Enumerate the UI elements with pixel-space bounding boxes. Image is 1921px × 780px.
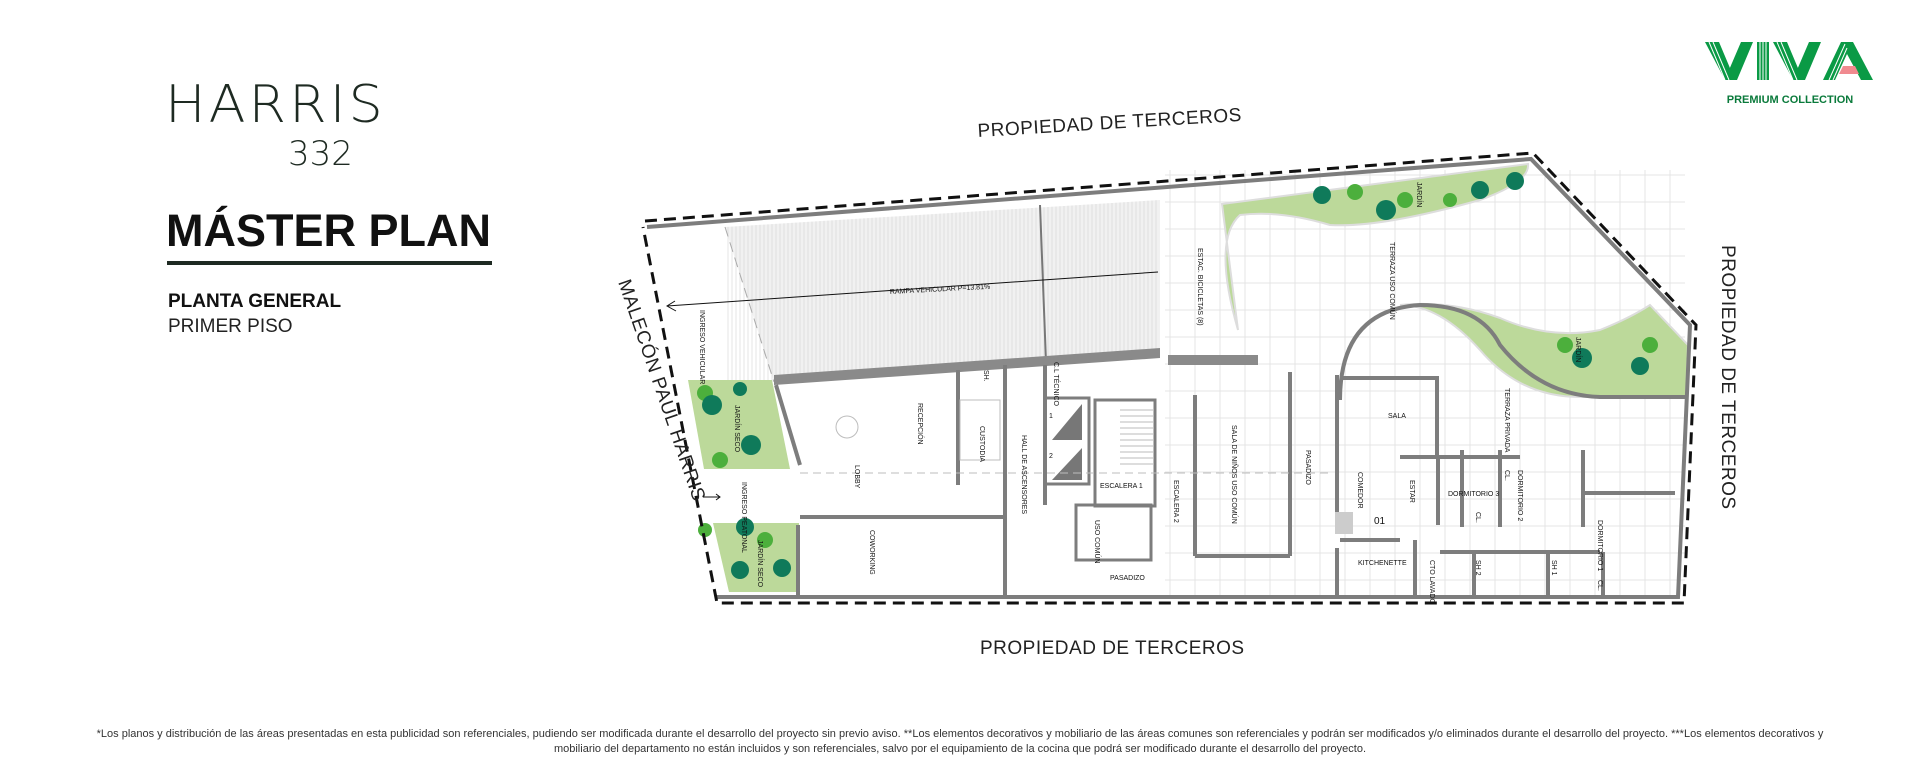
- title-underline: [167, 261, 492, 265]
- room-label-ingreso-peatonal: INGRESO PEATONAL: [740, 482, 747, 553]
- tree-icon: [1313, 186, 1331, 204]
- tree-icon: [757, 532, 773, 548]
- label-right-boundary: PROPIEDAD DE TERCEROS: [1717, 245, 1738, 510]
- room-label-jardin-seco-1: JARDÍN SECO: [733, 405, 742, 453]
- garden-left-2: [713, 523, 799, 592]
- tree-icon: [1471, 181, 1489, 199]
- room-label-uso-comun: USO COMÚN: [1093, 520, 1102, 564]
- tree-icon: [741, 435, 761, 455]
- room-label-cl-d1: CL.: [1596, 580, 1603, 591]
- room-label-sala-ninos: SALA DE NIÑOS USO COMÚN: [1230, 425, 1239, 524]
- plan-type: PLANTA GENERAL: [168, 291, 342, 312]
- tree-icon: [1631, 357, 1649, 375]
- property-line: [641, 151, 1698, 605]
- room-label-jardin-2: JARDÍN: [1574, 337, 1583, 362]
- tree-icon: [1572, 348, 1592, 368]
- tree-icon: [712, 452, 728, 468]
- disclaimer: *Los planos y distribución de las áreas …: [96, 728, 1824, 755]
- tree-icon: [773, 559, 791, 577]
- room-label-cl-d3: CL.: [1474, 512, 1481, 523]
- room-label-lobby: LOBBY: [853, 465, 860, 489]
- room-label-dormitorio-2: DORMITORIO 2: [1516, 470, 1523, 521]
- room-label-sh: SH.: [982, 370, 989, 382]
- room-label-escalera-2: ESCALERA 2: [1172, 480, 1179, 523]
- vehicular-ramp: [725, 200, 1160, 382]
- terrace-grid: [1165, 170, 1685, 597]
- room-label-kitchenette: KITCHENETTE: [1358, 560, 1407, 567]
- room-label-sala: SALA: [1388, 413, 1406, 420]
- ramp-arrow: [666, 271, 1159, 307]
- room-label-cto-lavado: CTO LAVADO: [1428, 560, 1435, 605]
- room-label-terraza-privada: TERRAZA PRIVADA: [1503, 388, 1510, 453]
- outer-wall: [646, 156, 1693, 599]
- tree-icon: [1506, 172, 1524, 190]
- tree-icon: [1557, 337, 1573, 353]
- trees: [697, 172, 1658, 579]
- room-label-jardin-1: JARDÍN: [1415, 182, 1424, 207]
- room-label-hall-ascensores: HALL DE ASCENSORES: [1020, 435, 1027, 514]
- project-number: 332: [288, 134, 353, 174]
- room-label-pasadizo-2: PASADIZO: [1304, 450, 1311, 485]
- room-label-estar: ESTAR: [1408, 480, 1415, 503]
- garden-right: [1399, 302, 1690, 398]
- room-label-comedor: COMEDOR: [1356, 472, 1363, 509]
- label-top-boundary: PROPIEDAD DE TERCEROS: [977, 105, 1242, 142]
- label-bottom-boundary: PROPIEDAD DE TERCEROS: [980, 638, 1245, 659]
- room-label-recepcion: RECEPCIÓN: [916, 403, 925, 445]
- tree-icon: [1347, 184, 1363, 200]
- room-label-pasadizo-1: PASADIZO: [1110, 575, 1145, 582]
- room-label-unit-number: 01: [1374, 516, 1386, 527]
- room-label-cl-tecnico: C.L TÉCNICO: [1052, 362, 1061, 407]
- tree-icon: [1443, 193, 1457, 207]
- room-label-coworking: COWORKING: [868, 530, 875, 575]
- viva-logo: [1705, 41, 1873, 81]
- entrance-arrow-icon: [715, 493, 721, 501]
- room-label-cl-d2: CL.: [1503, 470, 1510, 481]
- room-label-dormitorio-3: DORMITORIO 3: [1448, 491, 1499, 498]
- tree-icon: [736, 518, 754, 536]
- room-label-sh-1: SH 1: [1550, 560, 1557, 576]
- tree-icon: [1642, 337, 1658, 353]
- ramp-hatch: [727, 200, 1157, 382]
- room-label-jardin-seco-2: JARDÍN SECO: [756, 540, 765, 588]
- tree-icon: [1376, 200, 1396, 220]
- room-label-terraza-uso-comun: TERRAZA USO COMÚN: [1388, 242, 1397, 320]
- room-label-elevator-2: 2: [1049, 453, 1053, 460]
- tree-icon: [1397, 192, 1413, 208]
- room-label-escalera-1: ESCALERA 1: [1100, 483, 1143, 490]
- tree-icon: [698, 523, 712, 537]
- room-label-custodia: CUSTODIA: [978, 426, 985, 462]
- room-label-estac-bicicletas: ESTAC. BICICLETAS (8): [1196, 248, 1203, 326]
- room-label-dormitorio-1: DORMITORIO 1: [1596, 520, 1603, 571]
- tree-icon: [733, 382, 747, 396]
- tree-icon: [702, 395, 722, 415]
- room-label-ingreso-vehicular: INGRESO VEHICULAR: [698, 310, 705, 384]
- logo-subtitle: PREMIUM COLLECTION: [1726, 94, 1854, 106]
- interior-walls: [774, 348, 1675, 597]
- room-label-sh-2: SH 2: [1474, 560, 1481, 576]
- room-label-elevator-1: 1: [1049, 413, 1053, 420]
- project-name: HARRIS: [165, 74, 386, 135]
- tree-icon: [731, 561, 749, 579]
- plan-floor: PRIMER PISO: [168, 316, 293, 337]
- page-title: MÁSTER PLAN: [166, 205, 491, 256]
